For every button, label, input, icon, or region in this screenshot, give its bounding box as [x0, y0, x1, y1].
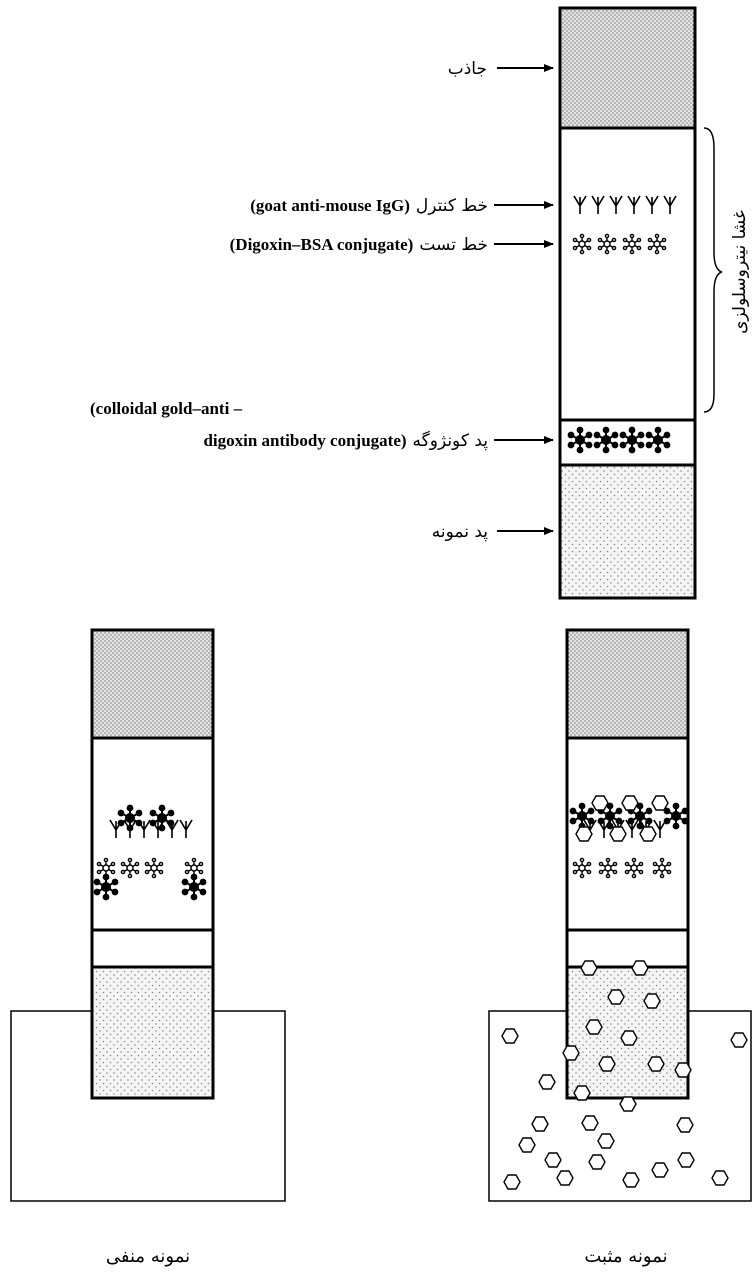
analyte-hexagon-icon [676, 1117, 694, 1133]
analyte-hexagon-icon [538, 1074, 556, 1090]
sample-pad-negative [90, 965, 215, 1100]
analyte-hexagon-icon [631, 960, 649, 976]
positive-strip: نمونه مثبت [488, 628, 752, 1267]
absorbent-pad-negative [90, 628, 215, 740]
analyte-hexagon-icon [711, 1170, 729, 1186]
conjugate-label: digoxin antibody conjugate) پد کونژوگه [203, 430, 488, 451]
positive-sample-caption: نمونه مثبت [584, 1246, 667, 1267]
conjugate-pad-negative [90, 928, 215, 969]
analyte-hexagon-icon [503, 1174, 521, 1190]
analyte-hexagon-icon [643, 993, 661, 1009]
analyte-hexagon-icon [651, 1162, 669, 1178]
analyte-hexagon-icon [591, 795, 609, 811]
analyte-hexagon-icon [619, 1096, 637, 1112]
analyte-hexagon-icon [639, 826, 657, 842]
absorbent-pad-positive [565, 628, 690, 740]
absorbent-label: جاذب [448, 59, 487, 79]
control-line-en: (goat anti-mouse IgG) [250, 196, 410, 215]
analyte-hexagon-icon [544, 1152, 562, 1168]
nitrocellulose-membrane [558, 126, 697, 422]
analyte-hexagon-icon [501, 1028, 519, 1044]
negative-sample-caption: نمونه منفی [106, 1246, 190, 1267]
analyte-hexagon-icon [607, 989, 625, 1005]
negative-strip: نمونه منفی [10, 628, 286, 1267]
analyte-hexagon-icon [677, 1152, 695, 1168]
analyte-hexagon-icon [609, 826, 627, 842]
analyte-hexagon-icon [581, 1115, 599, 1131]
membrane-brace [703, 127, 723, 413]
control-line-label: (goat anti-mouse IgG) خط کنترل [250, 196, 488, 216]
conjugate-en-line1: (colloidal gold–anti – [90, 399, 243, 418]
sample-pad-label: پد نمونه [432, 522, 489, 542]
analyte-hexagon-icon [556, 1170, 574, 1186]
sample-well-negative [10, 1010, 286, 1202]
analyte-hexagon-icon [518, 1137, 536, 1153]
membrane-negative [90, 736, 215, 932]
analyte-hexagon-icon [674, 1062, 692, 1078]
conjugate-fa: پد کونژوگه [413, 430, 489, 451]
analyte-hexagon-icon [620, 1030, 638, 1046]
analyte-hexagon-icon [597, 1133, 615, 1149]
analyte-hexagon-icon [585, 1019, 603, 1035]
analyte-hexagon-icon [588, 1154, 606, 1170]
analyte-hexagon-icon [573, 1085, 591, 1101]
analyte-hexagon-icon [622, 1172, 640, 1188]
test-line-en: (Digoxin–BSA conjugate) [230, 235, 414, 254]
analyte-hexagon-icon [598, 1056, 616, 1072]
control-line-fa: خط کنترل [416, 196, 488, 216]
test-line-fa: خط تست [419, 235, 488, 255]
reference-strip: غشا نیتروسلولزی جاذب (goat anti-mouse Ig… [90, 6, 750, 600]
analyte-hexagon-icon [651, 795, 669, 811]
analyte-hexagon-icon [621, 795, 639, 811]
conjugate-en-line2: digoxin antibody conjugate) [203, 431, 406, 450]
analyte-hexagon-icon [531, 1116, 549, 1132]
analyte-hexagon-icon [580, 960, 598, 976]
analyte-hexagon-icon [562, 1045, 580, 1061]
membrane-label: غشا نیتروسلولزی [730, 210, 750, 334]
sample-pad [558, 463, 697, 600]
analyte-hexagon-icon [647, 1056, 665, 1072]
absorbent-pad [558, 6, 697, 130]
test-line-label: (Digoxin–BSA conjugate) خط تست [230, 235, 488, 255]
analyte-hexagon-icon [730, 1032, 748, 1048]
analyte-hexagon-icon [575, 826, 593, 842]
membrane-positive [565, 736, 690, 932]
